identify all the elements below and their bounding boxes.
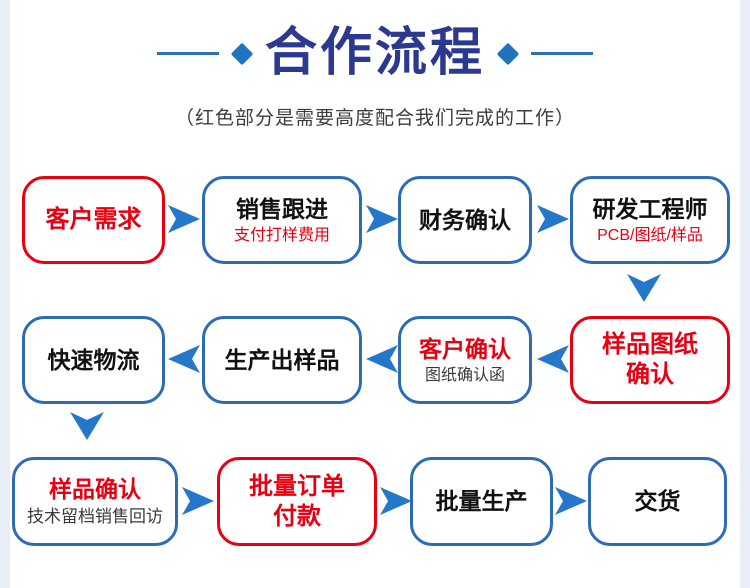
header: 合作流程	[0, 24, 750, 84]
box-subtitle: 技术留档销售回访	[27, 507, 163, 527]
flow-box-sales-follow-up: 销售跟进 支付打样费用	[202, 176, 362, 264]
flow-box-delivery: 交货	[588, 457, 727, 546]
box-subtitle: 支付打样费用	[233, 227, 330, 245]
box-title-line1: 批量订单	[249, 472, 345, 500]
diamond-icon	[230, 42, 254, 66]
page-subtitle: （红色部分是需要高度配合我们完成的工作）	[174, 108, 575, 129]
flow-box-sample-confirm: 样品确认 技术留档销售回访	[12, 457, 178, 546]
box-title: 生产出样品	[224, 346, 340, 373]
diamond-icon	[496, 42, 520, 66]
arrow-down-icon	[627, 274, 661, 302]
arrow-right-icon	[537, 205, 569, 233]
box-title: 销售跟进	[236, 195, 328, 222]
arrow-left-icon	[168, 345, 200, 373]
box-title: 样品确认	[49, 476, 141, 503]
arrow-right-icon	[555, 487, 587, 515]
arrow-left-icon	[537, 345, 569, 373]
flow-box-produce-sample: 生产出样品	[202, 316, 362, 404]
box-title: 客户确认	[419, 335, 511, 362]
flow-box-finance-confirm: 财务确认	[398, 176, 532, 264]
box-title: 交货	[634, 488, 681, 515]
decor-line-left	[156, 52, 219, 56]
box-title-line1: 样品图纸	[602, 331, 698, 358]
box-subtitle: PCB/图纸/样品	[597, 227, 703, 245]
left-edge-strip	[0, 0, 10, 588]
box-title: 客户需求	[45, 206, 142, 233]
arrow-right-icon	[168, 205, 200, 233]
flow-box-rd-engineer: 研发工程师 PCB/图纸/样品	[570, 176, 730, 264]
box-title: 研发工程师	[592, 195, 708, 222]
box-title-line2: 付款	[273, 502, 321, 530]
right-edge-strip	[740, 0, 750, 588]
flow-box-sample-drawing-confirm: 样品图纸 确认	[570, 316, 730, 404]
box-title: 快速物流	[47, 346, 140, 373]
box-title: 财务确认	[419, 206, 511, 233]
page-title: 合作流程	[264, 24, 485, 82]
arrow-right-icon	[380, 487, 412, 515]
flow-box-mass-production: 批量生产	[410, 457, 553, 546]
flow-box-bulk-order-payment: 批量订单 付款	[217, 457, 377, 546]
box-subtitle: 图纸确认函	[424, 367, 505, 385]
flow-box-fast-logistics: 快速物流	[22, 316, 165, 404]
flow-box-customer-demand: 客户需求	[22, 176, 165, 264]
arrow-down-icon	[70, 412, 104, 440]
arrow-right-icon	[366, 205, 398, 233]
arrow-right-icon	[182, 487, 214, 515]
flow-box-customer-confirm: 客户确认 图纸确认函	[398, 316, 532, 404]
box-title-line2: 确认	[626, 361, 674, 388]
arrow-left-icon	[366, 345, 398, 373]
decor-line-right	[531, 52, 593, 56]
box-title: 批量生产	[435, 488, 528, 515]
